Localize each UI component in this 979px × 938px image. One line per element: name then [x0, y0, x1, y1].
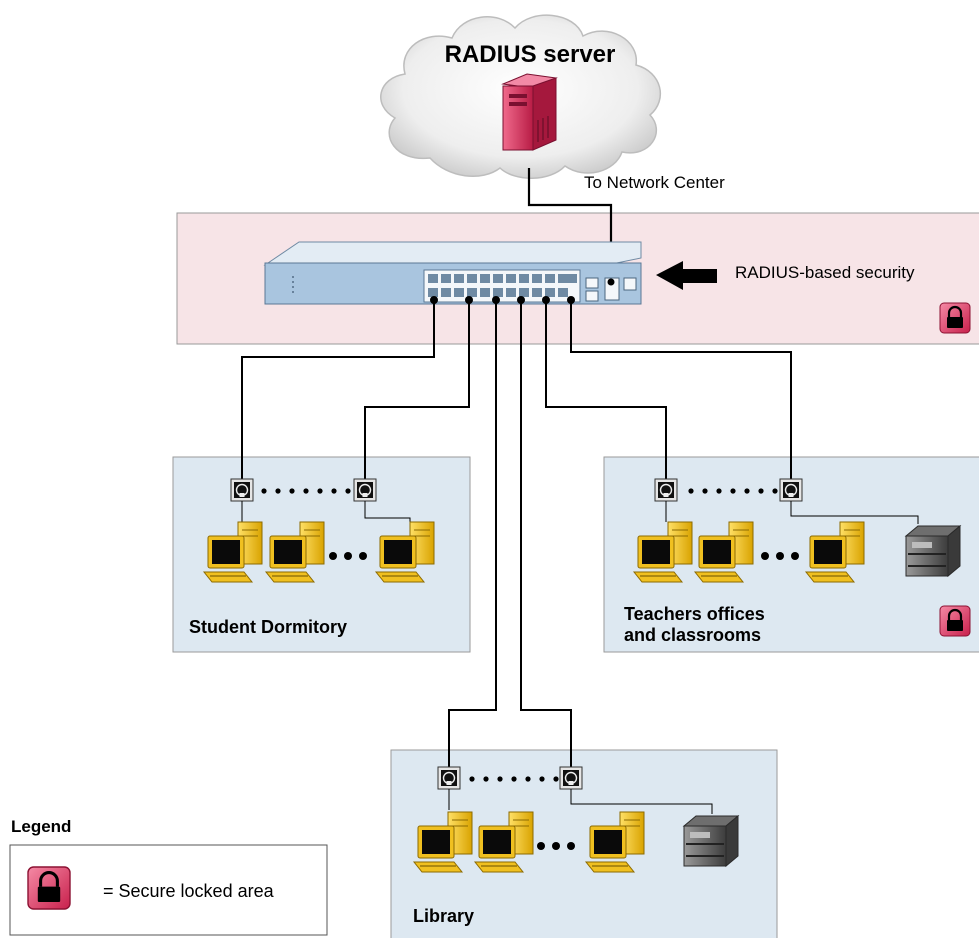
wall-jack-icon [779, 478, 803, 502]
library-label: Library [413, 906, 474, 926]
printer-icon [905, 525, 961, 577]
library-devices: Library [413, 766, 739, 926]
wall-jack-icon [654, 478, 678, 502]
uplink-label: To Network Center [584, 173, 725, 192]
security-label: RADIUS-based security [735, 263, 915, 282]
radius-cloud: RADIUS server [380, 14, 661, 179]
wall-jack-icon [559, 766, 583, 790]
switch-icon [263, 241, 642, 305]
wall-jack-icon [437, 766, 461, 790]
jack-dots [261, 488, 351, 494]
computer-dots [329, 552, 367, 560]
teachers-devices: Teachers offices and classrooms [624, 478, 972, 645]
computer-dots [537, 842, 575, 850]
cloud-title: RADIUS server [445, 41, 616, 68]
computer-dots [761, 552, 799, 560]
teachers-label-line2: and classrooms [624, 625, 761, 645]
port-markers [430, 296, 575, 304]
arrow-icon [656, 261, 717, 290]
wall-jack-icon [230, 478, 254, 502]
wall-jack-icon [353, 478, 377, 502]
teachers-label-line1: Teachers offices [624, 604, 765, 624]
jack-dots [688, 488, 778, 494]
lock-icon [26, 865, 72, 911]
lock-icon [938, 604, 972, 638]
printer-icon [683, 815, 739, 867]
lock-icon [938, 301, 972, 335]
dormitory-label: Student Dormitory [189, 617, 347, 637]
server-icon [501, 73, 558, 151]
cables [241, 300, 792, 778]
dormitory-devices: Student Dormitory [189, 478, 435, 637]
jack-dots [469, 776, 559, 782]
legend-title: Legend [11, 817, 71, 836]
legend: Legend = Secure locked area [9, 817, 328, 936]
legend-lock-label: = Secure locked area [103, 881, 275, 901]
